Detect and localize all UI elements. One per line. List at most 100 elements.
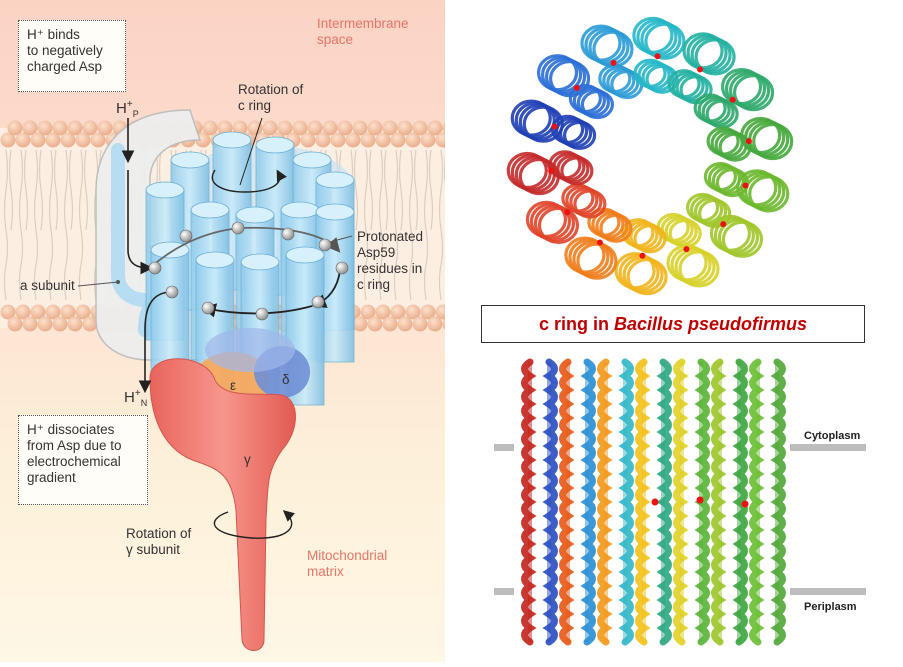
c-subunit-top	[190, 201, 230, 219]
c-ring-helix-coil	[720, 68, 763, 106]
c-ring-helix-coil	[698, 198, 732, 229]
c-subunit-top	[292, 151, 332, 169]
region-bottom-label: Mitochondrial matrix	[307, 548, 388, 579]
asp-residue-dot	[729, 96, 736, 103]
asp-residue-dot	[745, 138, 752, 145]
c-subunit-top	[170, 151, 210, 169]
lipid-tail	[33, 229, 39, 301]
lipid-tail	[63, 149, 69, 231]
lipid-head	[67, 120, 83, 136]
asp-residue-dot	[596, 239, 603, 246]
asp-residue-dot	[564, 209, 571, 216]
epsilon-label: ε	[230, 378, 237, 393]
asp-residue-dot	[654, 53, 661, 60]
c-ring-helix-coil	[732, 74, 775, 112]
asp59-ball	[165, 285, 179, 299]
atp-synthase-illustration	[0, 0, 458, 662]
lipid-tail	[18, 229, 24, 301]
lipid-tail	[408, 229, 414, 301]
c-ring-helix-coil	[510, 99, 552, 137]
c-ring-helix-coil	[580, 24, 622, 62]
lipid-tail	[428, 149, 434, 231]
lipid-tail	[83, 149, 89, 231]
lipid-head	[367, 120, 383, 136]
c-subunit-top	[145, 181, 185, 199]
c-ring-helix-coil	[588, 28, 630, 66]
c-ring-helix-coil	[537, 206, 580, 244]
lipid-tail	[18, 149, 24, 231]
region-top-label: Intermembrane space	[317, 16, 409, 47]
lipid-tail	[368, 149, 374, 231]
lipid-head	[307, 120, 323, 136]
c-subunit-top	[212, 131, 252, 149]
lipid-head	[75, 304, 91, 320]
asp-residue-dot	[742, 182, 749, 189]
c-ring-helix-coil	[690, 36, 732, 74]
asp59-ball	[281, 227, 295, 241]
c-ring-helix-coil	[633, 224, 667, 254]
lipid-head	[300, 132, 316, 148]
lipid-tail	[23, 149, 29, 231]
lipid-head	[60, 304, 76, 320]
c-ring-helix-coil	[580, 89, 614, 120]
lipid-head	[37, 316, 53, 332]
c-ring-helix-coil	[544, 58, 587, 96]
asp-residue-dot	[696, 496, 704, 504]
lipid-head	[390, 132, 406, 148]
asp59-ball	[179, 229, 193, 243]
lipid-tail	[63, 229, 69, 301]
h-plus-n-label: H+N	[124, 388, 148, 408]
c-ring-side-view	[490, 352, 870, 657]
asp59-ball	[318, 238, 332, 252]
c-ring-helix-coil	[540, 56, 583, 94]
lipid-head	[22, 316, 38, 332]
c-ring-helix-coil	[736, 169, 778, 207]
c-ring-helix-coil	[560, 156, 594, 186]
lipid-tail	[398, 149, 404, 231]
c-ring-helix-coil	[525, 200, 568, 238]
asp-residue-dot	[548, 167, 555, 174]
lipid-tail	[383, 149, 389, 231]
c-ring-helix-coil	[572, 240, 614, 278]
c-subunit-top	[235, 206, 275, 224]
lipid-head	[82, 316, 98, 332]
gamma-subunit-shape	[149, 358, 296, 651]
c-ring-helix-coil	[626, 258, 668, 296]
c-ring-helix-coil	[576, 242, 618, 280]
lipid-tail	[423, 149, 429, 231]
c-ring-helix-coil	[674, 248, 716, 286]
lipid-tail	[33, 149, 39, 231]
lipid-head	[262, 120, 278, 136]
lipid-head	[360, 132, 376, 148]
lipid-head	[97, 120, 113, 136]
lipid-head	[277, 120, 293, 136]
lipid-tail	[68, 149, 74, 231]
asp-residue-dot	[683, 246, 690, 253]
lipid-head	[352, 120, 368, 136]
asp59-ball	[255, 307, 269, 321]
lipid-head	[7, 120, 23, 136]
lipid-head	[37, 120, 53, 136]
c-ring-helix-coil	[518, 103, 560, 141]
periplasm-boundary-right	[790, 588, 866, 595]
asp59-ball	[311, 295, 325, 309]
c-ring-helix-coil	[529, 202, 572, 240]
lipid-head	[315, 132, 331, 148]
lipid-tail	[48, 229, 54, 301]
lipid-head	[247, 120, 263, 136]
asp-residue-dot	[551, 123, 558, 130]
lipid-head	[427, 120, 443, 136]
lipid-head	[405, 304, 421, 320]
lipid-tail	[423, 229, 429, 301]
lipid-tail	[3, 229, 9, 301]
lipid-head	[30, 304, 46, 320]
cytoplasm-boundary-right	[790, 444, 866, 451]
c-ring-helix-coil	[618, 254, 660, 292]
c-ring-helix-coil	[644, 22, 686, 60]
asp-residue-dot	[639, 252, 646, 259]
lipid-head	[330, 132, 346, 148]
periplasm-label: Periplasm	[804, 601, 857, 613]
c-ring-helix-coil	[533, 204, 576, 242]
c-subunit-top	[240, 253, 280, 271]
lipid-head	[397, 316, 413, 332]
